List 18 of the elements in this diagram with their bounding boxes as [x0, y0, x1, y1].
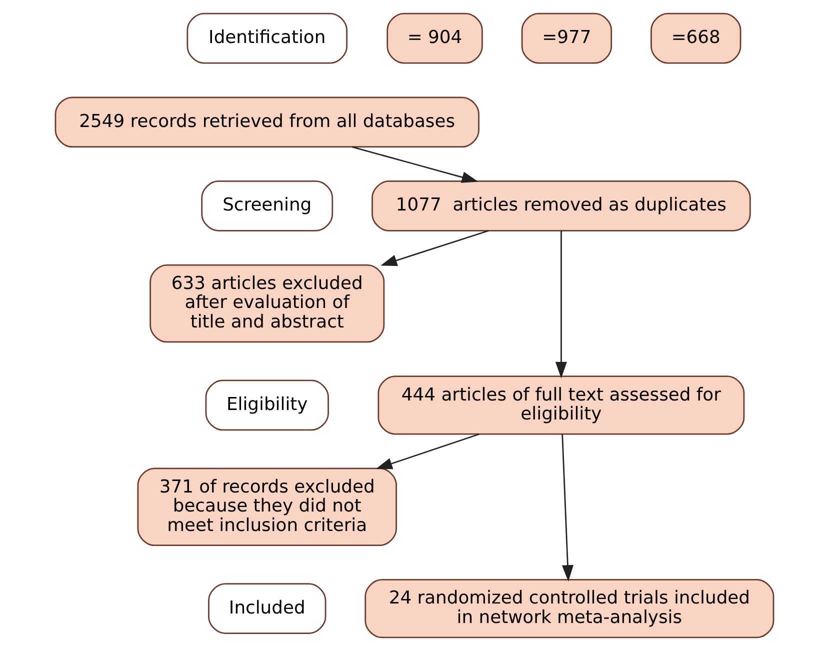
- node-box: = 904: [386, 12, 483, 64]
- node-box: 2549 records retrieved from all databases: [54, 96, 480, 148]
- node-box: 371 of records excluded because they did not meet inclusion criteria: [137, 468, 397, 546]
- node-box: 1077 articles removed as duplicates: [372, 180, 751, 232]
- node-box: Eligibility: [205, 380, 329, 431]
- node-box: 24 randomized controlled trials included in network meta-analysis: [364, 579, 774, 638]
- node-box: Identification: [186, 12, 348, 64]
- node-box: =668: [650, 12, 742, 64]
- node-box: Screening: [201, 180, 334, 232]
- arrow: [352, 146, 478, 183]
- node-box: 633 articles excluded after evaluation of title and abstract: [150, 264, 385, 343]
- arrow: [555, 231, 567, 378]
- node-box: =977: [521, 12, 612, 64]
- node-box: 444 articles of full text assessed for eligibility: [378, 376, 745, 435]
- arrow: [380, 230, 489, 266]
- arrow: [376, 433, 480, 470]
- arrow: [562, 434, 574, 582]
- node-box: Included: [208, 583, 326, 634]
